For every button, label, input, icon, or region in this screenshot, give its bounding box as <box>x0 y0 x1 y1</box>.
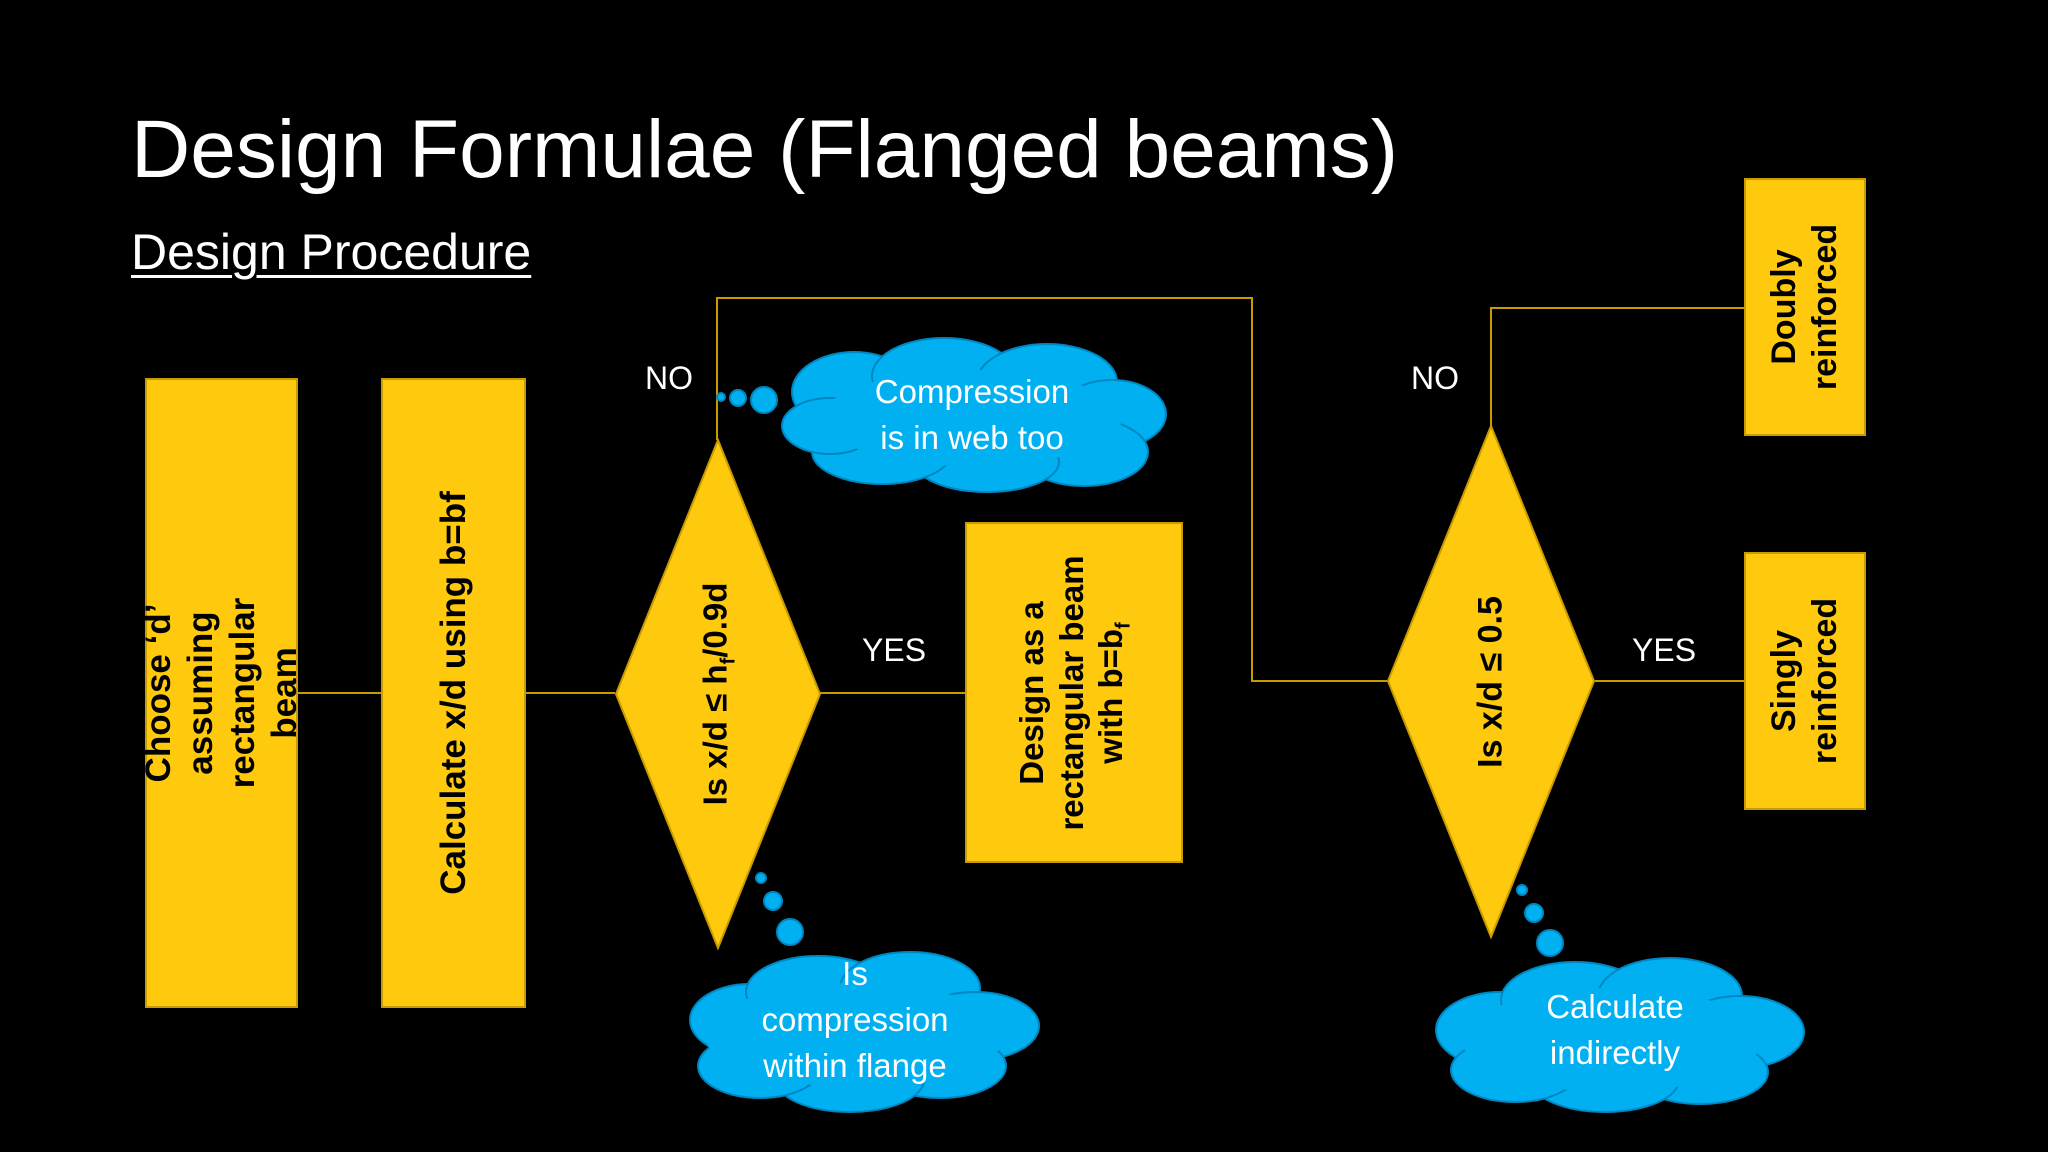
singly-reinforced-label: Singly reinforced <box>1765 597 1844 765</box>
rectangular-beam-box: Design as a rectangular beam with b=bf <box>965 522 1183 863</box>
decision-xd-half-label: Is x/d ≤ 0.5 <box>1471 595 1510 768</box>
choose-d-label: Choose ‘d’ assuming rectangular beam <box>138 597 304 789</box>
edge-label-yes-2: YES <box>1632 632 1697 668</box>
rectangular-beam-label: Design as a rectangular beam with b=bf <box>1013 554 1135 831</box>
cloud-compression-within-flange: Is compression within flange <box>640 870 1050 1120</box>
connector-no-to-doubly <box>1490 307 1745 427</box>
doubly-reinforced-label: Doubly reinforced <box>1765 223 1844 391</box>
calculate-xd-box: Calculate x/d using b=bf <box>381 378 526 1008</box>
choose-d-box: Choose ‘d’ assuming rectangular beam <box>139 378 304 1008</box>
decision-xd-half-diamond: Is x/d ≤ 0.5 <box>1386 424 1596 939</box>
singly-reinforced-box: Singly reinforced <box>1744 552 1866 810</box>
cloud-compression-in-web: Compression is in web too <box>712 330 1182 500</box>
cloud-calculate-indirectly-text: Calculate indirectly <box>1546 988 1684 1071</box>
slide-subtitle: Design Procedure <box>131 224 532 280</box>
edge-label-no-2: NO <box>1411 360 1459 396</box>
connector-no-branch <box>716 297 1387 682</box>
decision-xd-hf-diamond: Is x/d ≤ hf/0.9d <box>614 438 822 950</box>
edge-label-no-1: NO <box>645 360 693 396</box>
cloud-compression-in-web-text: Compression is in web too <box>874 373 1070 456</box>
edge-label-yes-1: YES <box>862 632 927 668</box>
slide-title: Design Formulae (Flanged beams) <box>131 104 1398 195</box>
cloud-compression-within-flange-text: Is compression within flange <box>761 955 949 1084</box>
calculate-xd-label: Calculate x/d using b=bf <box>433 491 473 895</box>
decision-xd-hf-label: Is x/d ≤ hf/0.9d <box>696 582 740 806</box>
doubly-reinforced-box: Doubly reinforced <box>1744 178 1866 436</box>
cloud-calculate-indirectly: Calculate indirectly <box>1400 880 1810 1120</box>
